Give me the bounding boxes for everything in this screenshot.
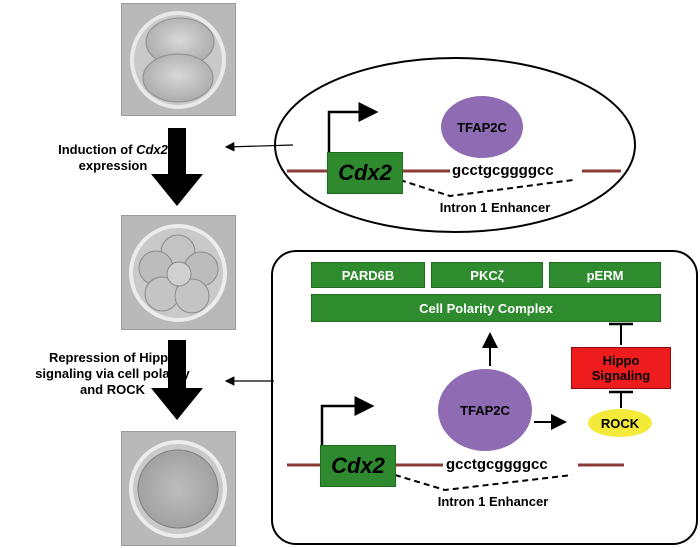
panel1-tfap2c: TFAP2C [441,96,523,158]
embryo-morula-image [121,431,236,546]
panel2-cdx2-gene: Cdx2 [320,445,396,487]
cell-polarity-complex: Cell Polarity Complex [311,294,661,322]
down-arrow-2 [151,340,203,420]
panel1-sequence: gcctgcggggcc [452,162,554,179]
rock-oval: ROCK [588,409,652,437]
embryo-2cell-image [121,3,236,116]
panel1-cdx2-gene: Cdx2 [327,152,403,194]
hippo-line1: Hippo [602,353,640,368]
hippo-line2: Signaling [591,368,651,383]
hippo-signaling-box: Hippo Signaling [571,347,671,389]
protein-pkcz: PKCζ [431,262,543,288]
embryo-8cell-image [121,215,236,330]
panel1-enhancer-label: Intron 1 Enhancer [439,200,551,215]
protein-perm: pERM [549,262,661,288]
step1-gene: Cdx2 [136,142,168,157]
protein-pard6b: PARD6B [311,262,425,288]
step2-label: Repression of Hippo signaling via cell p… [35,350,190,397]
panel2-sequence: gcctgcggggcc [446,456,548,473]
step1-label: Induction of Cdx2 expression [58,142,168,173]
panel2-tfap2c: TFAP2C [438,369,532,451]
down-arrow-1 [151,128,203,206]
panel2-enhancer-label: Intron 1 Enhancer [437,494,549,509]
